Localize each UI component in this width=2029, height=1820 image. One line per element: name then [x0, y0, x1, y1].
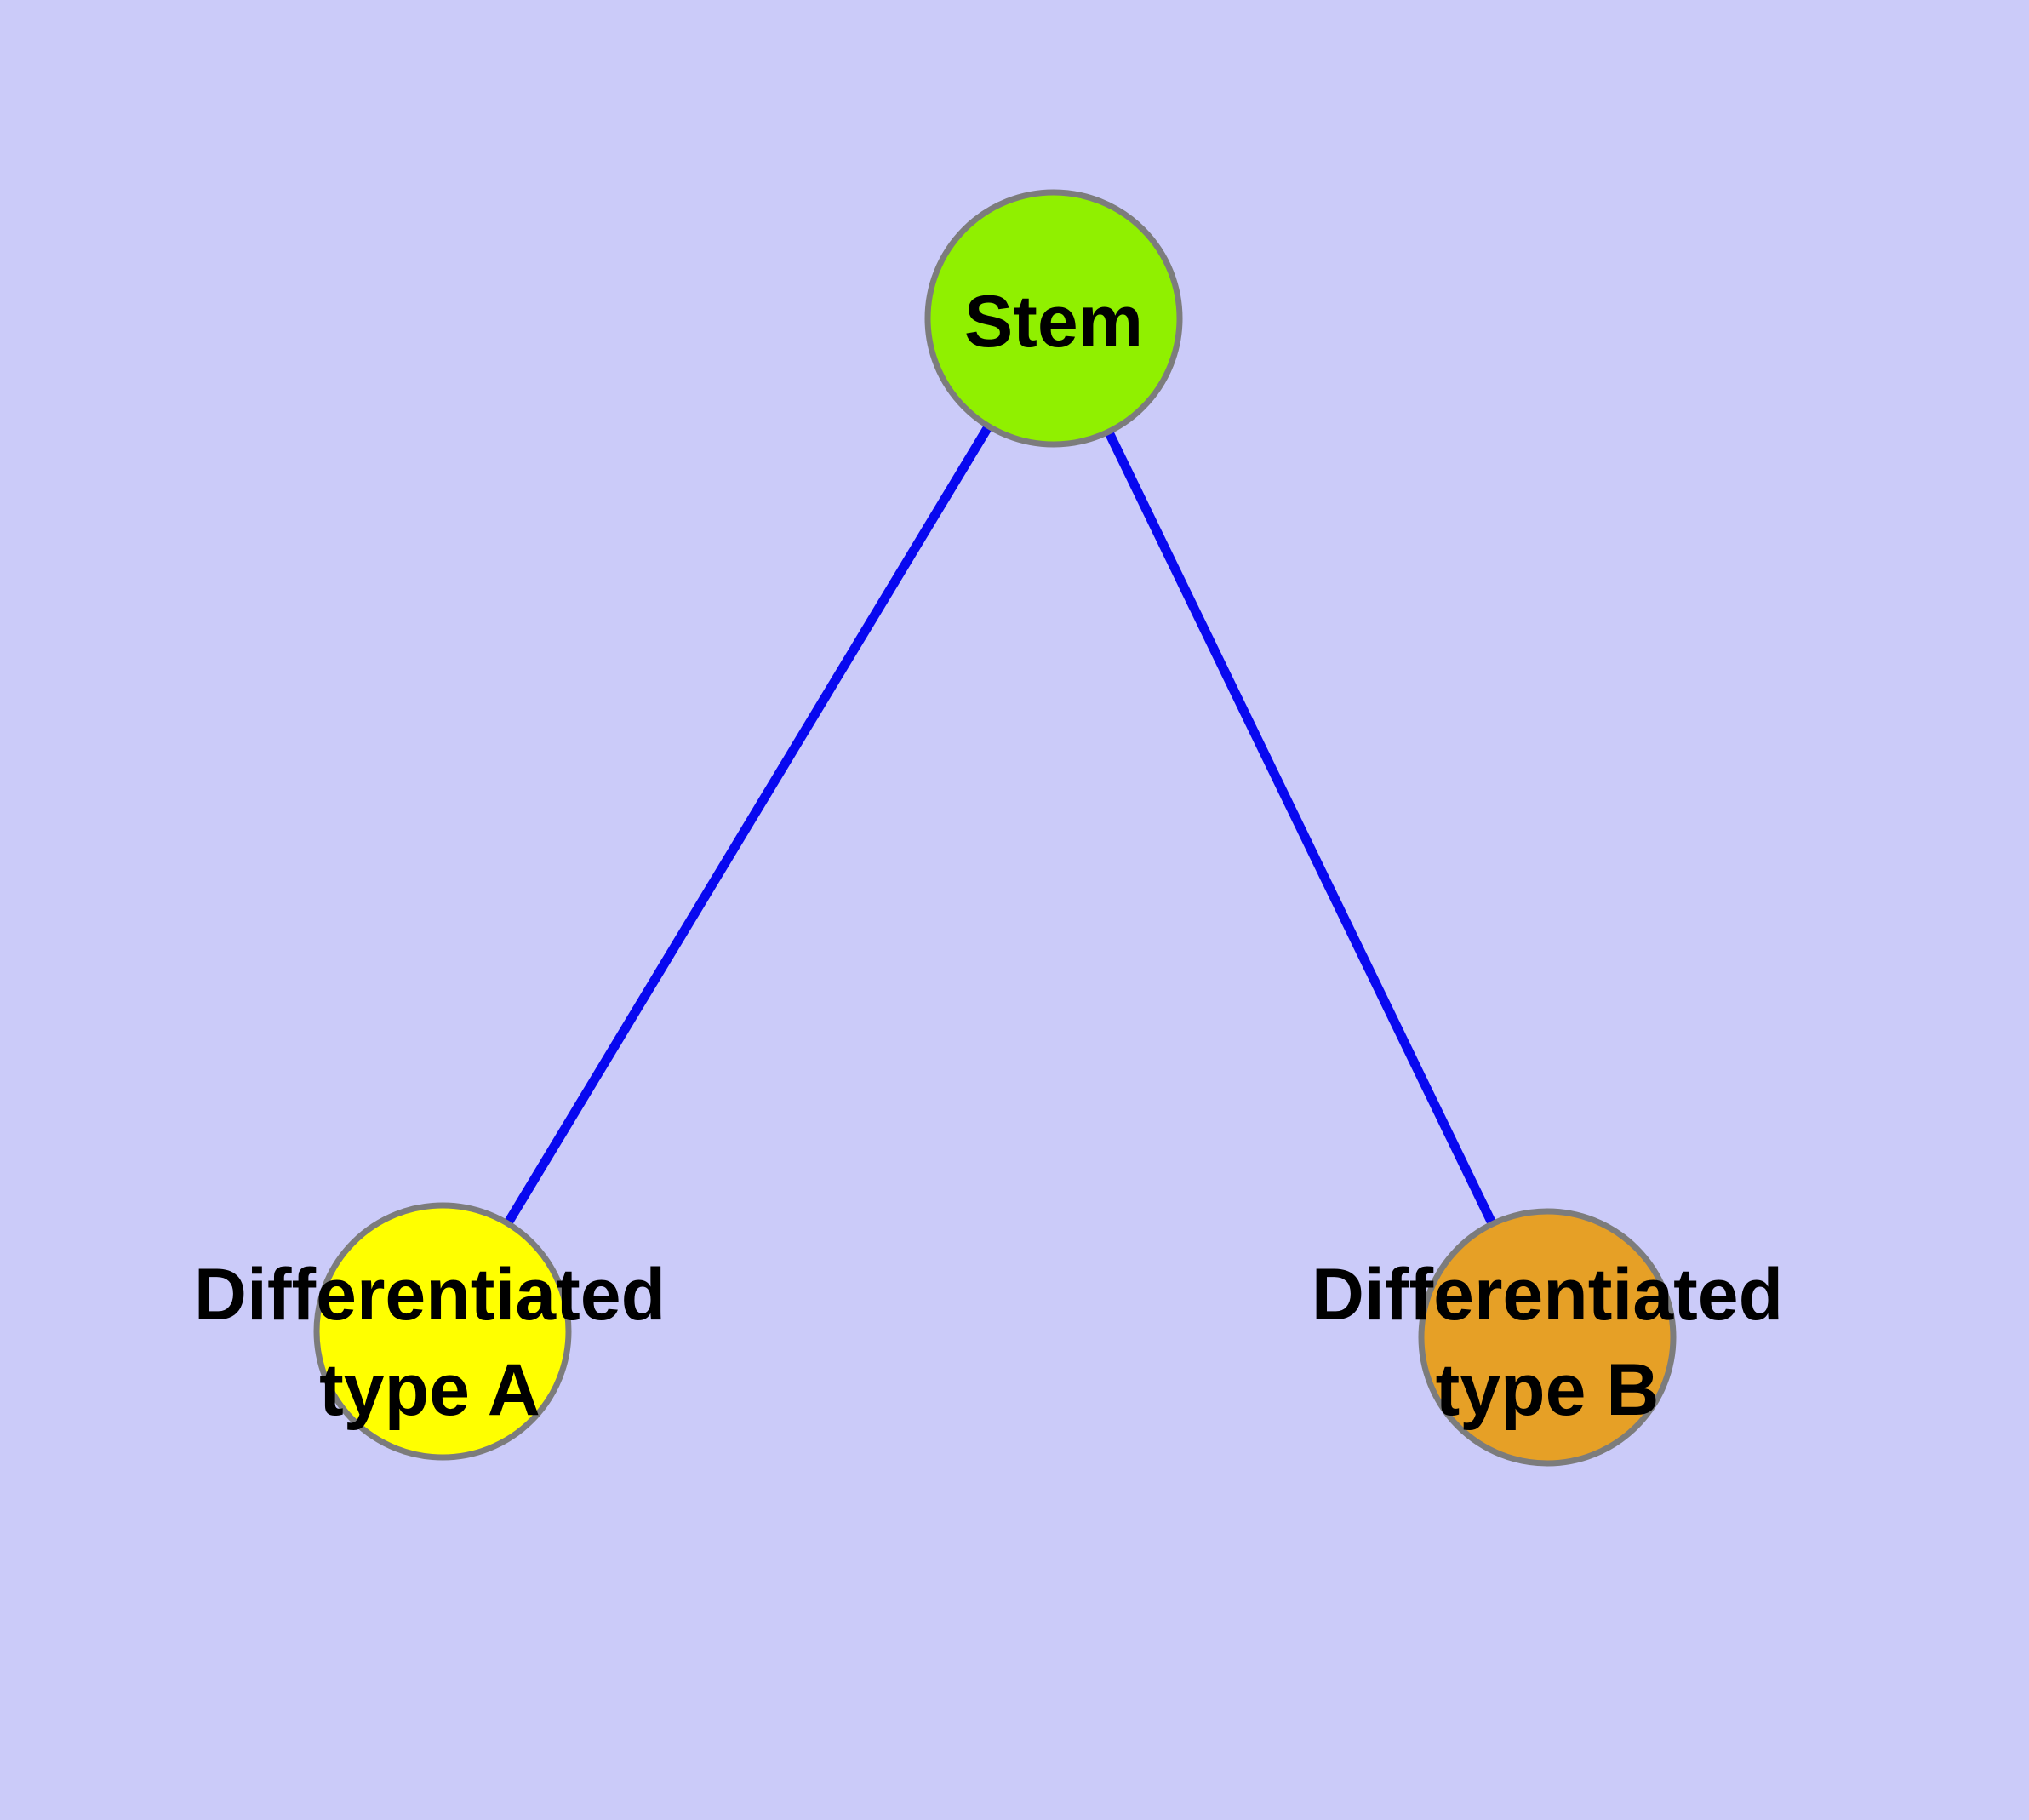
node-type-a-circle — [313, 1202, 572, 1461]
node-type-b-circle — [1418, 1208, 1677, 1467]
edge-stem-to-type-b — [1049, 316, 1552, 1340]
node-type-b-label-line2: type B — [1436, 1349, 1660, 1431]
node-type-a-label-line1: Differentiated — [194, 1254, 666, 1336]
node-type-b-label-line1: Differentiated — [1312, 1254, 1783, 1336]
node-stem-label: Stem — [964, 281, 1143, 363]
edge-stem-to-type-a — [438, 316, 1058, 1334]
node-stem-circle — [924, 189, 1183, 448]
node-type-a-label-line2: type A — [319, 1349, 540, 1431]
